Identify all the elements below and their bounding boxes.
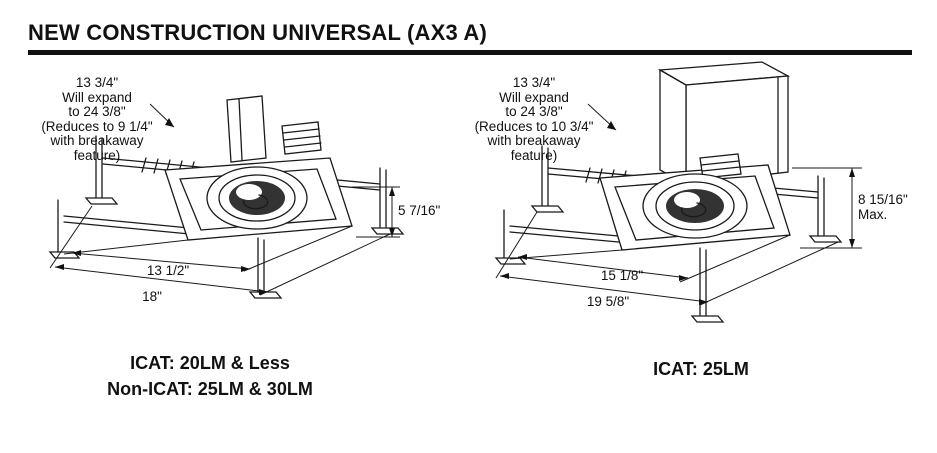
left-expand-note-line: to 24 3/8" xyxy=(68,104,126,119)
right-expand-note-line: Will expand xyxy=(499,89,569,105)
left-caption-line1: ICAT: 20LM & Less xyxy=(130,353,290,373)
left-dimension-lines xyxy=(49,103,400,296)
right-diagram-caption: ICAT: 25LM xyxy=(601,356,801,382)
right-expand-note-line: with breakaway xyxy=(487,133,581,148)
left-expand-note-line: with breakaway xyxy=(50,133,144,148)
right-dimension-lines xyxy=(495,103,862,306)
left-expand-note-line: Will expand xyxy=(62,89,132,105)
left-diagram-caption: ICAT: 20LM & Less Non-ICAT: 25LM & 30LM xyxy=(60,350,360,402)
right-height-dimension-value: 8 15/16" xyxy=(858,192,908,207)
right-height-dimension: 8 15/16" Max. xyxy=(858,192,908,222)
right-inner-width-dimension: 15 1/8" xyxy=(600,268,644,283)
left-height-dimension: 5 7/16" xyxy=(398,203,441,218)
right-caption-line1: ICAT: 25LM xyxy=(653,359,749,379)
left-housing-drawing xyxy=(48,95,405,299)
left-expand-note-line: (Reduces to 9 1/4" xyxy=(41,118,153,134)
right-expand-note-line: 13 3/4" xyxy=(512,75,556,90)
right-expand-note: 13 3/4" Will expand to 24 3/8" (Reduces … xyxy=(455,75,613,163)
page-title: NEW CONSTRUCTION UNIVERSAL (AX3 A) xyxy=(28,20,488,45)
title-underline xyxy=(28,50,912,55)
right-outer-width-dimension: 19 5/8" xyxy=(586,294,630,309)
left-expand-note-line: 13 3/4" xyxy=(75,75,119,90)
left-inner-width-dimension: 13 1/2" xyxy=(146,263,190,278)
right-expand-note-line: feature) xyxy=(510,147,558,163)
right-expand-note-line: to 24 3/8" xyxy=(505,104,563,119)
left-caption-line2: Non-ICAT: 25LM & 30LM xyxy=(107,379,313,399)
right-height-dimension-qualifier: Max. xyxy=(858,207,888,222)
right-expand-note-line: (Reduces to 10 3/4" xyxy=(474,118,594,134)
right-housing-drawing xyxy=(494,61,843,323)
left-expand-note-line: feature) xyxy=(73,147,121,163)
left-expand-note: 13 3/4" Will expand to 24 3/8" (Reduces … xyxy=(18,75,176,163)
left-outer-width-dimension: 18" xyxy=(142,289,162,304)
